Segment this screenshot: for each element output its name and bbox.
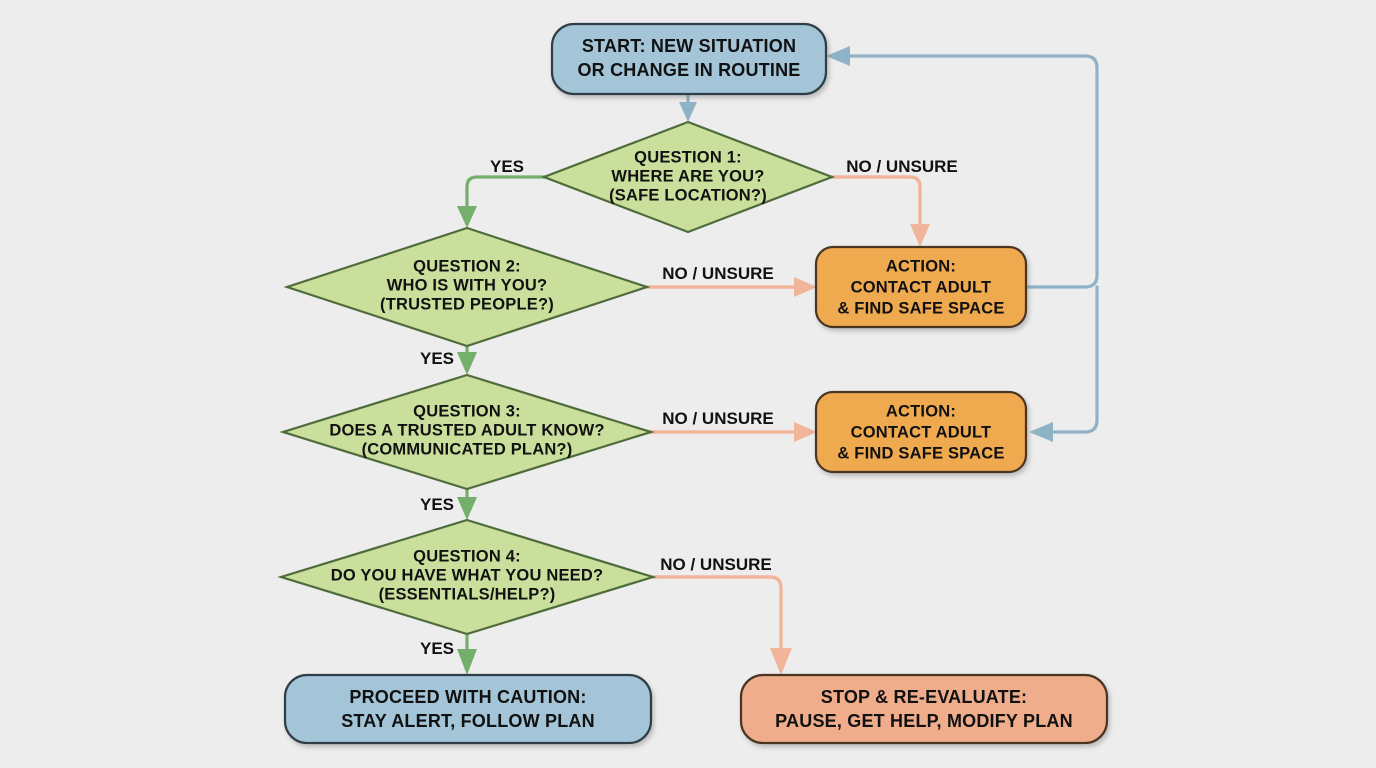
action2-line-1: ACTION:	[886, 402, 956, 420]
arrowhead-question4-yes	[457, 649, 477, 675]
edge-label-question3-no: NO / UNSURE	[662, 409, 773, 428]
arrowhead-question1-no	[910, 224, 930, 247]
question3-diamond[interactable]	[279, 373, 655, 491]
action1-box[interactable]	[814, 245, 1028, 329]
question3-line-1: QUESTION 3:	[413, 402, 521, 420]
edge-action1-to-start-loop	[826, 46, 1099, 289]
action1-line-2: CONTACT ADULT	[851, 278, 992, 296]
edge-label-question1-yes: YES	[490, 157, 524, 176]
stop-line-1: STOP & RE-EVALUATE:	[821, 687, 1028, 707]
stop-line-2: PAUSE, GET HELP, MODIFY PLAN	[775, 711, 1073, 731]
edge-label-question2-no: NO / UNSURE	[662, 264, 773, 283]
stop-box[interactable]	[739, 673, 1109, 745]
node-question4[interactable]: QUESTION 4: DO YOU HAVE WHAT YOU NEED? (…	[277, 518, 657, 636]
arrowhead-question2-no	[794, 277, 817, 297]
node-question3[interactable]: QUESTION 3: DOES A TRUSTED ADULT KNOW? (…	[279, 373, 655, 491]
action1-line-3: & FIND SAFE SPACE	[837, 299, 1004, 317]
proceed-line-2: STAY ALERT, FOLLOW PLAN	[341, 711, 595, 731]
node-question1[interactable]: QUESTION 1: WHERE ARE YOU? (SAFE LOCATIO…	[540, 120, 836, 234]
edge-label-question4-yes: YES	[420, 639, 454, 658]
action2-line-2: CONTACT ADULT	[851, 423, 992, 441]
edge-label-question1-no: NO / UNSURE	[846, 157, 957, 176]
edge-label-question3-yes: YES	[420, 495, 454, 514]
node-action1[interactable]: ACTION: CONTACT ADULT & FIND SAFE SPACE	[814, 245, 1028, 329]
question3-line-3: (COMMUNICATED PLAN?)	[362, 440, 573, 458]
action1-line-1: ACTION:	[886, 257, 956, 275]
edge-start-to-question1	[679, 90, 697, 122]
question1-diamond[interactable]	[540, 120, 836, 234]
question1-line-3: (SAFE LOCATION?)	[609, 186, 767, 204]
node-proceed[interactable]: PROCEED WITH CAUTION: STAY ALERT, FOLLOW…	[283, 673, 653, 745]
question3-line-2: DOES A TRUSTED ADULT KNOW?	[329, 421, 604, 439]
arrowhead-question4-no	[770, 648, 792, 675]
edge-question2-no-to-action1	[643, 277, 817, 297]
question2-line-2: WHO IS WITH YOU?	[387, 276, 548, 294]
arrowhead-question2-yes	[457, 352, 477, 375]
node-stop[interactable]: STOP & RE-EVALUATE: PAUSE, GET HELP, MOD…	[739, 673, 1109, 745]
edge-loop-to-action2	[1029, 285, 1099, 442]
edge-question1-no-to-action1	[828, 175, 930, 247]
arrowhead-start-to-question1	[679, 102, 697, 122]
action2-line-3: & FIND SAFE SPACE	[837, 444, 1004, 462]
action2-box[interactable]	[814, 390, 1028, 474]
proceed-line-1: PROCEED WITH CAUTION:	[349, 687, 586, 707]
edge-question3-no-to-action2	[647, 422, 817, 442]
question2-line-3: (TRUSTED PEOPLE?)	[380, 295, 554, 313]
question2-diamond[interactable]	[283, 226, 651, 348]
proceed-box[interactable]	[283, 673, 653, 745]
edge-label-question2-yes: YES	[420, 349, 454, 368]
edge-question4-no-to-stop	[649, 575, 792, 675]
arrowhead-action1-to-start	[826, 46, 850, 66]
arrowhead-question1-yes	[457, 206, 477, 228]
start-line-1: START: NEW SITUATION	[582, 36, 796, 56]
start-box[interactable]	[550, 22, 828, 96]
question1-line-1: QUESTION 1:	[634, 148, 742, 166]
question4-line-2: DO YOU HAVE WHAT YOU NEED?	[331, 566, 604, 584]
question4-line-3: (ESSENTIALS/HELP?)	[379, 585, 556, 603]
arrowhead-loop-to-action2	[1029, 422, 1053, 442]
arrowhead-question3-yes	[457, 497, 477, 520]
question4-diamond[interactable]	[277, 518, 657, 636]
start-line-2: OR CHANGE IN ROUTINE	[577, 60, 800, 80]
edge-question1-yes-to-question2	[457, 175, 548, 228]
node-question2[interactable]: QUESTION 2: WHO IS WITH YOU? (TRUSTED PE…	[283, 226, 651, 348]
question1-line-2: WHERE ARE YOU?	[611, 167, 764, 185]
question2-line-1: QUESTION 2:	[413, 257, 521, 275]
arrowhead-question3-no	[794, 422, 817, 442]
node-start[interactable]: START: NEW SITUATION OR CHANGE IN ROUTIN…	[550, 22, 828, 96]
question4-line-1: QUESTION 4:	[413, 547, 521, 565]
node-action2[interactable]: ACTION: CONTACT ADULT & FIND SAFE SPACE	[814, 390, 1028, 474]
edge-label-question4-no: NO / UNSURE	[660, 555, 771, 574]
